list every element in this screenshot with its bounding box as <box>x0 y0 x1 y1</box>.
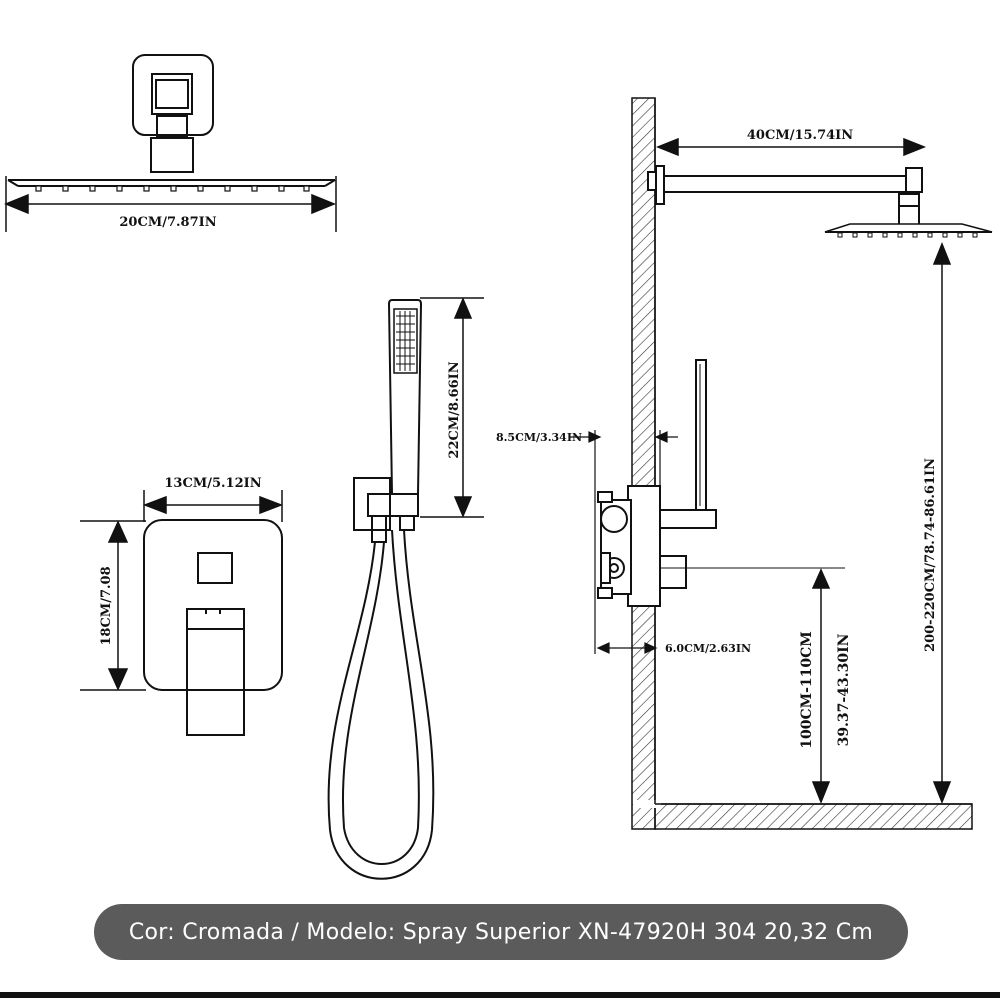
valve-body <box>597 359 845 607</box>
plate-width-label: 13CM/5.12IN <box>164 476 261 491</box>
valve-depth-dimension <box>570 430 678 654</box>
valve-height-dimension <box>811 568 831 805</box>
head-height-dimension <box>932 241 952 805</box>
valve-height-cm-label: 100CM-110CM <box>799 631 815 749</box>
valve-recess-label: 6.0CM/2.63IN <box>665 642 751 655</box>
plate-width-dimension <box>142 490 284 522</box>
bottom-divider <box>0 992 1000 998</box>
valve-plate <box>143 519 283 736</box>
plate-height-dimension <box>80 520 146 691</box>
head-width-label: 20CM/7.87IN <box>119 215 216 230</box>
handheld-length-dimension <box>420 297 484 518</box>
arm-length-label: 40CM/15.74IN <box>747 128 853 143</box>
valve-recess-dimension <box>596 642 658 654</box>
hand-shower <box>327 299 435 880</box>
valve-height-in-label: 39.37-43.30IN <box>836 633 852 746</box>
arm-length-dimension <box>655 137 927 157</box>
plate-height-label: 18CM/7.08 <box>99 566 114 645</box>
variant-caption: Cor: Cromada / Modelo: Spray Superior XN… <box>94 904 908 960</box>
head-height-label: 200-220CM/78.74-86.61IN <box>923 458 938 652</box>
arm-nozzles <box>837 232 978 238</box>
handheld-length-label: 22CM/8.66IN <box>447 361 462 458</box>
hand-shower-nozzle-grid <box>396 311 415 371</box>
shower-head-nozzles <box>35 185 310 192</box>
head-width-dimension <box>4 176 337 232</box>
valve-depth-label: 8.5CM/3.34IN <box>496 431 582 444</box>
shower-head-top-view <box>7 54 336 187</box>
shower-arm-and-head <box>647 165 993 233</box>
